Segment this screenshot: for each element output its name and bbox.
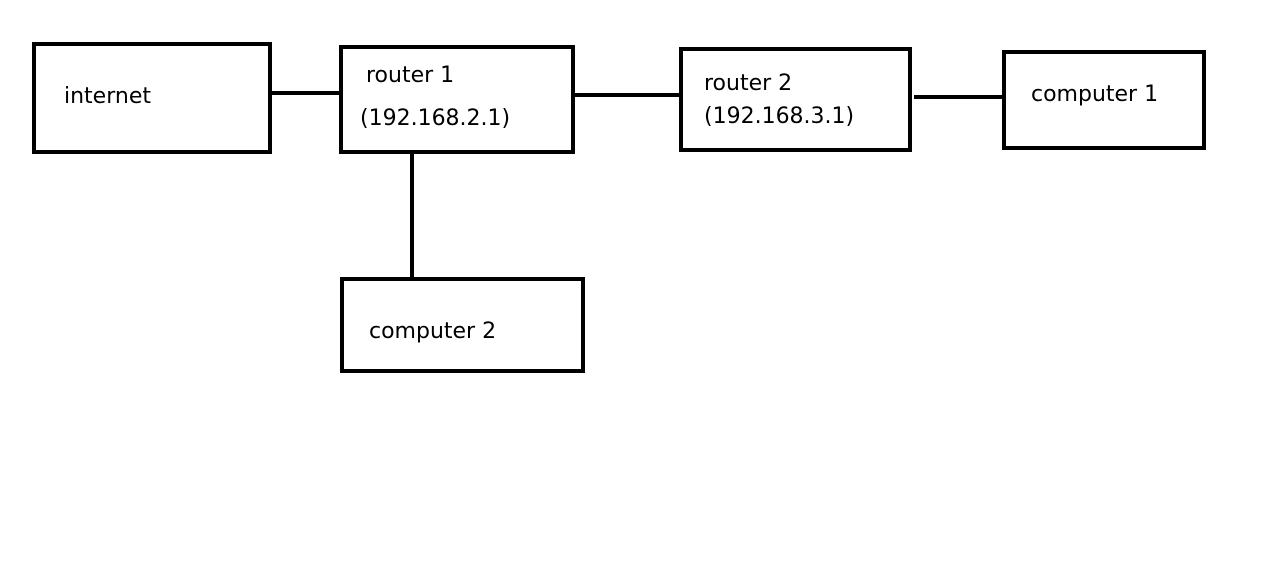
router2-label: router 2 (704, 71, 793, 96)
link-internet-router1 (268, 91, 342, 95)
computer1-node: computer 1 (1002, 50, 1206, 150)
router1-ip: (192.168.2.1) (360, 106, 511, 131)
link-router2-computer1 (914, 95, 1004, 99)
computer2-label: computer 2 (369, 319, 497, 344)
internet-label: internet (64, 84, 151, 109)
router2-ip: (192.168.3.1) (704, 104, 855, 129)
internet-node: internet (32, 42, 272, 154)
router1-node: router 1 (192.168.2.1) (339, 45, 575, 154)
link-router1-computer2 (410, 151, 414, 286)
router2-node: router 2 (192.168.3.1) (679, 47, 912, 152)
router1-label: router 1 (366, 63, 455, 88)
link-router1-router2 (571, 93, 681, 97)
computer1-label: computer 1 (1031, 82, 1159, 107)
computer2-node: computer 2 (340, 277, 585, 373)
